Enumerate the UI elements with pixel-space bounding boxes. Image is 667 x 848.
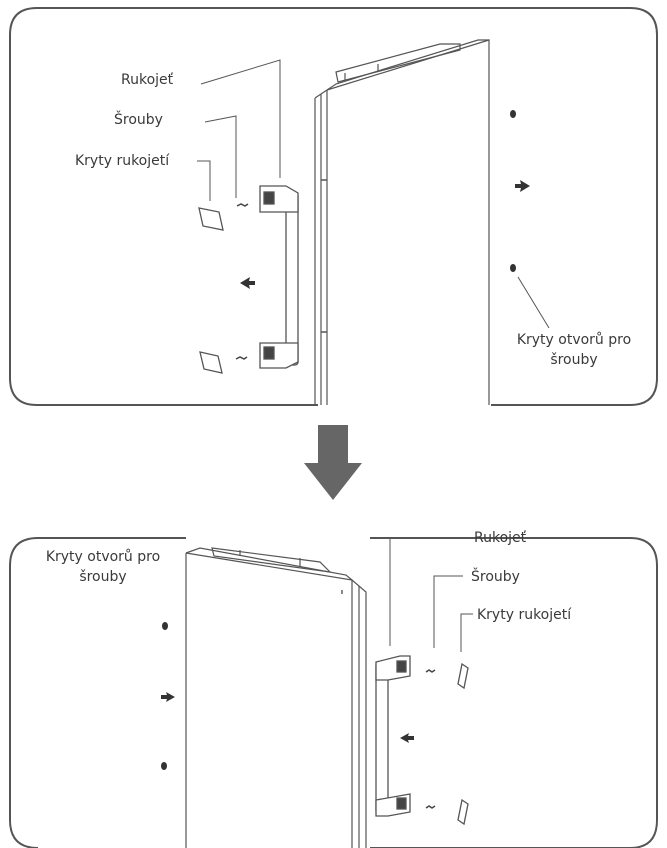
bottom-door-hinge	[211, 547, 332, 573]
bottom-label-handle: Rukojeť	[474, 530, 527, 546]
top-door-front	[326, 39, 490, 405]
bottom-arrow-right	[161, 692, 175, 702]
bottom-arrow-left	[400, 733, 414, 743]
top-door-hinge	[335, 43, 461, 83]
top-leader-screws	[204, 115, 237, 198]
bottom-move-arrows	[161, 692, 414, 743]
top-leader-hole-covers	[517, 276, 550, 329]
bottom-label-handle-covers: Kryty rukojetí	[477, 607, 572, 623]
bottom-door-top-edge	[185, 547, 353, 581]
bottom-screw-upper	[425, 669, 436, 673]
top-arrow-left	[240, 277, 255, 289]
top-hole-covers	[510, 110, 516, 272]
top-handle-covers	[198, 207, 224, 374]
bottom-handle-cover-lower	[457, 798, 469, 826]
top-handle-bar	[285, 192, 299, 366]
top-screw-lower	[235, 356, 248, 360]
bottom-screw-lower	[425, 805, 436, 809]
top-hole-cover-lower	[510, 264, 516, 272]
bottom-panel-frame	[9, 537, 658, 848]
bottom-handle-bar	[375, 661, 389, 815]
top-leader-handle-covers	[197, 160, 211, 201]
bottom-hole-covers	[161, 622, 168, 770]
bottom-handle-lower-hole	[396, 797, 407, 810]
bottom-handle	[375, 655, 411, 817]
top-panel	[9, 7, 658, 406]
bottom-label-hole-covers-line2: šrouby	[79, 569, 127, 585]
top-label-hole-covers-line2: šrouby	[550, 352, 598, 368]
bottom-handle-covers	[457, 662, 469, 826]
top-leader-handle	[200, 59, 281, 178]
bottom-panel	[9, 537, 658, 848]
top-label-hole-covers-line1: Kryty otvorů pro	[516, 332, 632, 348]
top-arrow-right	[515, 180, 530, 192]
top-screws	[235, 203, 249, 360]
top-hole-cover-upper	[510, 110, 516, 118]
bottom-door-side	[351, 579, 367, 848]
bottom-label-hole-covers-line1: Kryty otvorů pro	[45, 549, 161, 565]
bottom-leader-handle-covers	[460, 613, 473, 652]
top-handle	[259, 185, 299, 369]
top-move-arrows	[240, 180, 530, 289]
top-panel-frame	[9, 7, 658, 406]
top-door-notches	[321, 179, 327, 333]
top-door-top-edge	[326, 39, 489, 91]
top-door-panel	[314, 39, 490, 405]
bottom-handle-upper-hole	[396, 660, 407, 673]
top-label-handle: Rukojeť	[121, 72, 174, 88]
bottom-label-screws: Šrouby	[471, 569, 520, 585]
top-screw-upper	[236, 203, 249, 207]
top-handle-upper-hole	[263, 191, 275, 205]
bottom-leader-handle	[389, 537, 466, 646]
bottom-door-front	[185, 552, 353, 848]
top-label-handle-covers: Kryty rukojetí	[75, 153, 170, 169]
top-leader-lines	[197, 59, 550, 329]
top-label-screws: Šrouby	[114, 112, 163, 128]
top-door-side	[314, 89, 328, 405]
top-handle-cover-upper	[198, 207, 224, 231]
bottom-screws	[425, 669, 436, 809]
bottom-leader-lines	[389, 537, 473, 652]
bottom-leader-screws	[433, 575, 463, 648]
top-handle-lower-hole	[263, 346, 275, 360]
bottom-door-panel	[185, 547, 367, 848]
top-handle-cover-lower	[199, 351, 223, 374]
bottom-handle-cover-upper	[457, 662, 469, 690]
bottom-hole-cover-lower	[161, 762, 167, 770]
bottom-hole-cover-upper	[162, 622, 168, 630]
down-arrow-icon	[304, 425, 362, 500]
